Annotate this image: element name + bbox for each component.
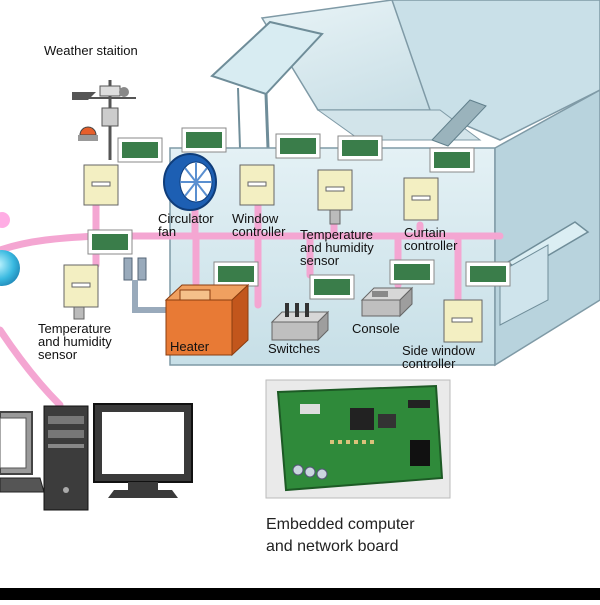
desktop-tower <box>43 405 89 511</box>
label-switches: Switches <box>268 341 321 356</box>
node-board-5 <box>429 147 475 173</box>
node-board-1 <box>117 137 163 163</box>
greenhouse-roof-right <box>391 0 600 141</box>
controller-boxes <box>63 164 483 343</box>
node-board-4 <box>337 135 383 161</box>
label-circulator-fan: Circulator fan <box>158 211 214 239</box>
laptop <box>0 411 45 493</box>
internet-globe-icon <box>0 250 20 286</box>
weather-station <box>72 80 136 160</box>
console-unit <box>360 286 414 318</box>
label-side-window-controller: Side window controller <box>402 343 475 371</box>
label-heater: Heater <box>170 339 210 354</box>
label-console: Console <box>352 321 400 336</box>
label-curtain-controller: Curtain controller <box>404 225 458 253</box>
node-board-2 <box>181 127 227 153</box>
node-board-7 <box>213 261 259 287</box>
node-board-3 <box>275 133 321 159</box>
label-window-controller: Window controller <box>232 211 286 239</box>
circulator-fan-icon <box>163 153 217 211</box>
roof-vent-panel <box>210 20 324 96</box>
embedded-board-photo <box>265 379 451 499</box>
label-weather-station: Weather staition <box>44 43 138 58</box>
desktop-monitor <box>93 403 193 498</box>
label-temp-humidity-sensor-house: Temperature and humidity sensor <box>300 227 374 268</box>
node-board-6 <box>87 229 133 255</box>
node-boards <box>87 127 511 300</box>
heater-unit <box>164 283 250 357</box>
curtain-roll <box>431 99 487 147</box>
switches-unit <box>270 303 330 342</box>
outside-sensor-pole <box>123 257 176 313</box>
node-board-8 <box>309 274 355 300</box>
label-temp-humidity-sensor-outside: Temperature and humidity sensor <box>38 321 112 362</box>
node-board-10 <box>465 261 511 287</box>
bottom-black-bar <box>0 588 600 600</box>
node-board-9 <box>389 259 435 285</box>
label-embedded-board: Embedded computer and network board <box>266 516 415 555</box>
